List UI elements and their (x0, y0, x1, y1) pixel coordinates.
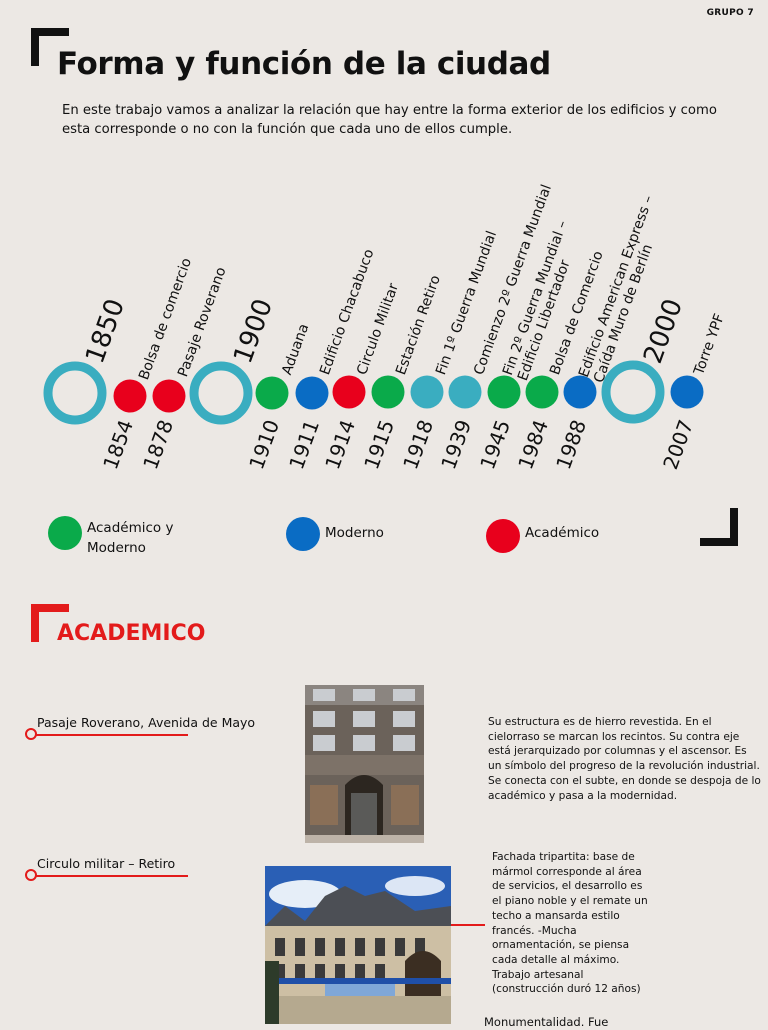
corner-bracket-top-left (31, 28, 69, 66)
event-dot-1854 (113, 379, 147, 413)
event-dot-1910 (255, 376, 289, 410)
legend-label-academico: Académico (525, 525, 600, 541)
building-description-circulo-militar: Fachada tripartita: base de mármol corre… (492, 851, 648, 996)
event-dot-1914 (332, 375, 366, 409)
event-dot-1878 (152, 379, 186, 413)
intro-paragraph: En este trabajo vamos a analizar la rela… (62, 103, 717, 137)
section-title: ACADEMICO (57, 621, 206, 646)
photo-circulo-militar (265, 866, 451, 1024)
building-description-roverano: Su estructura es de hierro revestida. En… (488, 716, 761, 802)
building-name-circulo-militar: Circulo militar – Retiro (37, 856, 176, 871)
event-dot-1911 (295, 376, 329, 410)
group-label: GRUPO 7 (706, 8, 754, 18)
event-dot-1915 (371, 375, 405, 409)
decade-ring-1850 (43, 361, 107, 425)
event-dot-1939 (448, 375, 482, 409)
corner-bracket-bottom-right (700, 508, 738, 546)
event-dot-1984 (525, 375, 559, 409)
building-line-circulo-militar (34, 875, 188, 877)
decade-ring-2000 (601, 360, 665, 424)
decade-ring-1900 (189, 361, 253, 425)
building-description-circulo-militar-extra: Monumentalidad. Fue (484, 1015, 609, 1029)
legend-label-academico-moderno: Académico y Moderno (87, 520, 174, 556)
event-dot-1988 (563, 375, 597, 409)
event-dot-2007 (670, 375, 704, 409)
building-name-roverano: Pasaje Roverano, Avenida de Mayo (37, 715, 256, 730)
building-marker-circulo-militar (25, 869, 37, 881)
legend-dot-moderno (286, 517, 320, 551)
event-dot-1945 (487, 375, 521, 409)
legend-label-moderno: Moderno (325, 525, 384, 541)
building-connector-circulo-militar (451, 924, 485, 926)
corner-bracket-red (31, 604, 69, 642)
building-marker-roverano (25, 728, 37, 740)
photo-pasaje-roverano (305, 685, 424, 843)
building-line-roverano (34, 734, 188, 736)
event-dot-1918 (410, 375, 444, 409)
page-title: Forma y función de la ciudad (57, 46, 551, 82)
legend-dot-academico (486, 519, 520, 553)
timeline-markers (43, 360, 704, 425)
legend-dot-academico-moderno (48, 516, 82, 550)
